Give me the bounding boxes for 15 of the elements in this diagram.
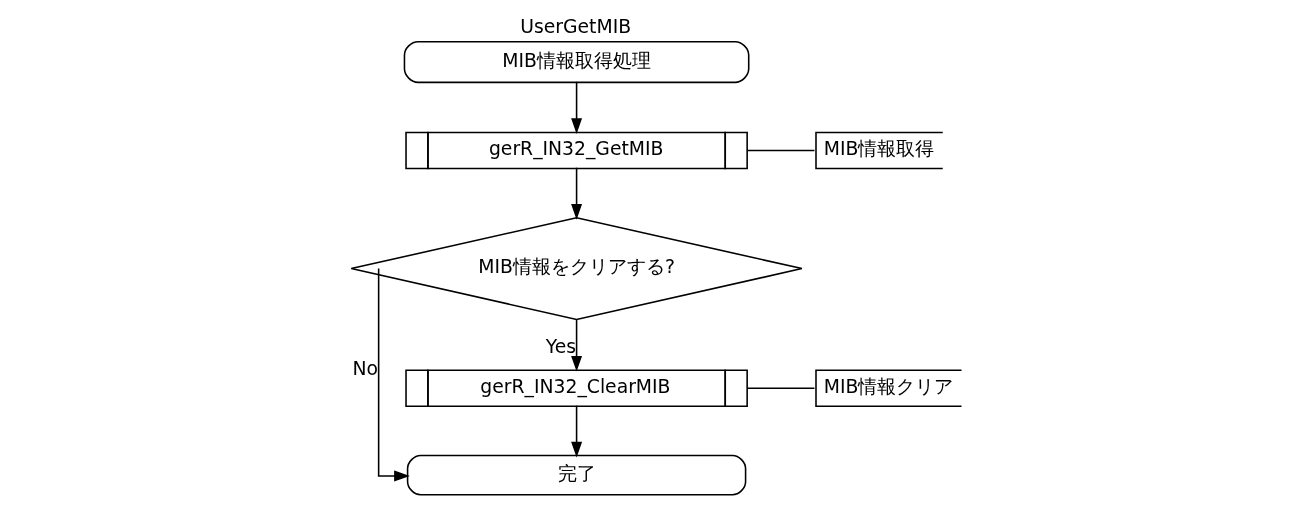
connector bbox=[745, 149, 815, 152]
node-label: UserGetMIB bbox=[519, 16, 631, 38]
node-box: 完了 bbox=[406, 454, 746, 496]
connector bbox=[745, 387, 815, 390]
arrow bbox=[570, 318, 582, 372]
arrow bbox=[570, 404, 582, 458]
node-box: MIB情報取得処理 bbox=[403, 40, 749, 84]
arrow bbox=[377, 267, 410, 482]
arrow bbox=[570, 81, 582, 134]
edge-label: No bbox=[352, 358, 378, 380]
arrow bbox=[570, 166, 582, 220]
node-text: MIB情報クリア bbox=[823, 376, 953, 398]
node-diamond: MIB情報をクリアする? bbox=[350, 216, 803, 321]
node-text: MIB情報取得 bbox=[823, 138, 934, 160]
edge-label: Yes bbox=[545, 336, 576, 358]
